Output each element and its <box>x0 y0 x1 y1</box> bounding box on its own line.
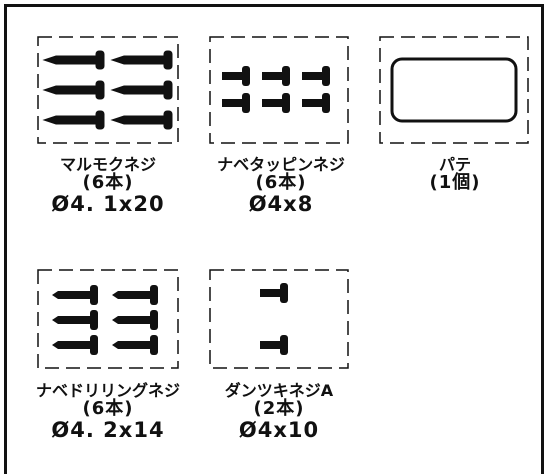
package-pan-tapping-screws <box>208 35 350 145</box>
label-pan-drilling-screws: ナベドリリングネジ (6本) Ø4. 2x14 <box>22 381 194 442</box>
package-pan-drilling-screws <box>36 268 180 370</box>
wood-screws-illustration <box>37 36 179 144</box>
package-stepped-screws-a <box>208 268 350 370</box>
parts-list-frame <box>4 4 544 474</box>
part-name: マルモクネジ <box>59 155 156 174</box>
part-name: ナベタッピンネジ <box>217 155 345 174</box>
label-putty: パテ (1個) <box>400 155 510 193</box>
stepped-screws-illustration <box>209 269 349 369</box>
package-putty <box>378 35 530 145</box>
part-name: ナベドリリングネジ <box>35 381 180 400</box>
package-wood-screws <box>36 35 180 145</box>
part-name: ダンツキネジA <box>224 381 334 400</box>
label-pan-tapping-screws: ナベタッピンネジ (6本) Ø4x8 <box>196 155 366 216</box>
label-wood-screws: マルモクネジ (6本) Ø4. 1x20 <box>28 155 188 216</box>
part-quantity: (6本) <box>82 171 134 193</box>
part-size: Ø4. 1x20 <box>51 191 165 216</box>
part-quantity: (6本) <box>82 397 134 419</box>
pan-drilling-screws-illustration <box>37 269 179 369</box>
part-size: Ø4x8 <box>248 191 314 216</box>
part-quantity: (2本) <box>253 397 305 419</box>
putty-illustration <box>379 36 529 144</box>
pan-tapping-screws-illustration <box>209 36 349 144</box>
part-quantity: (1個) <box>429 171 481 193</box>
part-size: Ø4x10 <box>238 417 320 442</box>
label-stepped-screws-a: ダンツキネジA (2本) Ø4x10 <box>196 381 362 442</box>
part-quantity: (6本) <box>255 171 307 193</box>
part-name: パテ <box>438 155 471 174</box>
part-size: Ø4. 2x14 <box>51 417 165 442</box>
